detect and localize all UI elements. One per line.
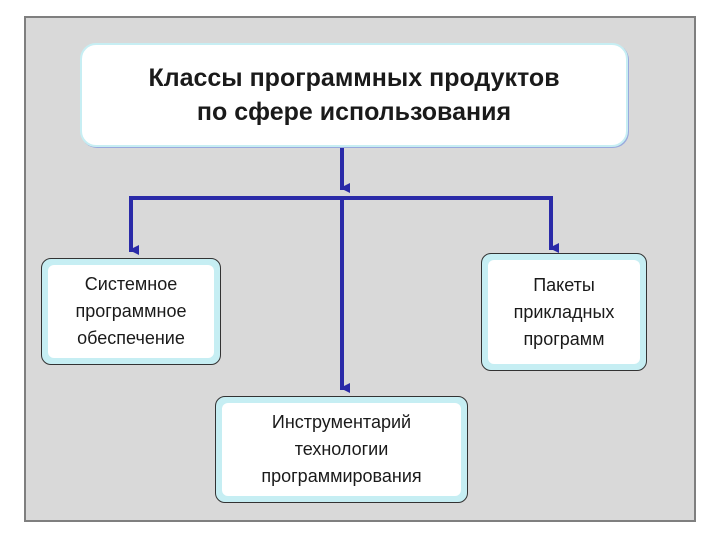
node-programming-tools-inner: Инструментарий технологии программирован…: [222, 403, 461, 496]
node-application-packages: Пакеты прикладных программ: [481, 253, 647, 371]
node-packages-line2: прикладных: [513, 301, 615, 322]
diagram-title-line2: по сфере использования: [196, 98, 512, 126]
node-system-line3: обеспечение: [77, 328, 185, 348]
node-system-line2: программное: [75, 301, 187, 321]
node-system-software-inner: Системное программное обеспечение: [48, 265, 214, 358]
node-system-software: Системное программное обеспечение: [41, 258, 221, 365]
node-system-line1: Системное: [84, 274, 178, 294]
diagram-title-box: Классы программных продуктов по сфере ис…: [80, 43, 628, 147]
node-programming-tools: Инструментарий технологии программирован…: [215, 396, 468, 503]
node-tools-line1: Инструментарий: [271, 412, 412, 432]
node-application-packages-inner: Пакеты прикладных программ: [488, 260, 640, 364]
node-tools-line3: программирования: [261, 466, 422, 486]
diagram-title-line1: Классы программных продуктов: [148, 64, 560, 92]
node-tools-line2: технологии: [294, 439, 389, 459]
node-packages-line3: программ: [523, 328, 605, 349]
node-packages-line1: Пакеты: [533, 274, 595, 295]
